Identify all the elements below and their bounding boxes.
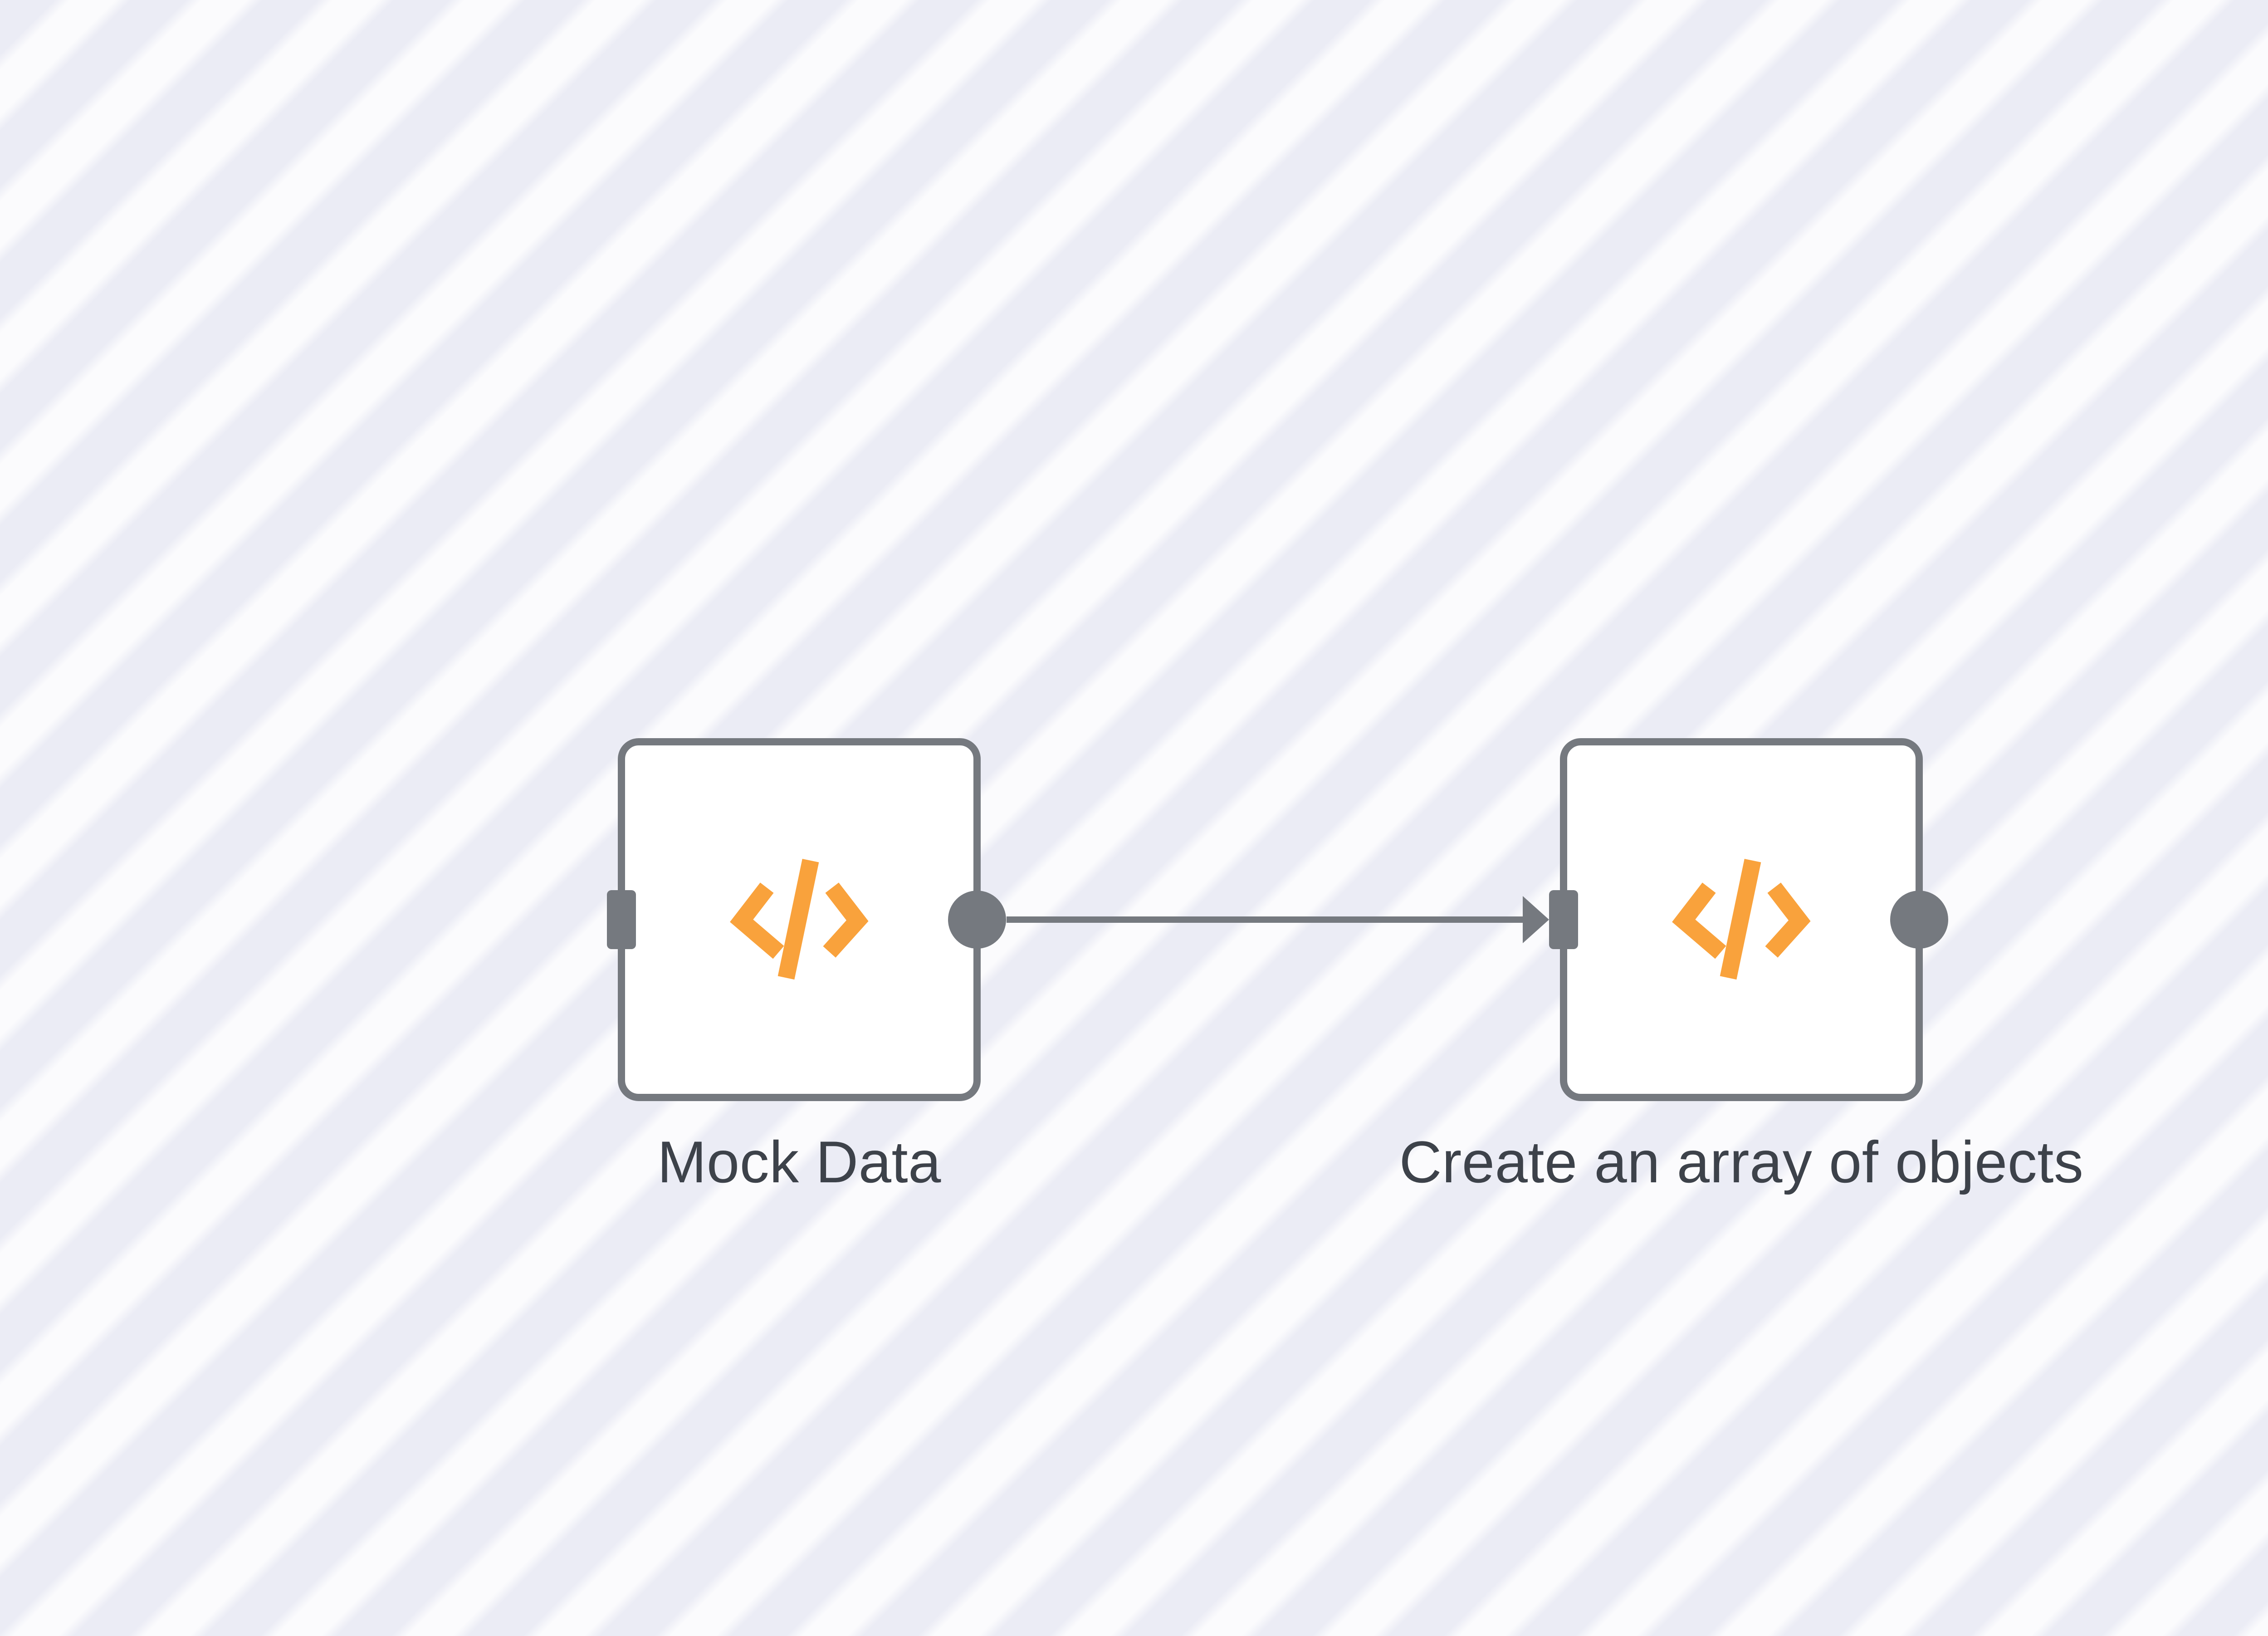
- input-handle[interactable]: [1549, 890, 1578, 949]
- code-icon: [1670, 855, 1813, 985]
- connection-line[interactable]: [1007, 916, 1525, 923]
- node-group-mock-data: Mock Data: [607, 738, 1006, 1195]
- node-mock-data[interactable]: [618, 738, 981, 1101]
- node-label: Mock Data: [657, 1129, 941, 1195]
- output-handle[interactable]: [948, 891, 1006, 949]
- code-icon: [728, 855, 871, 985]
- connection[interactable]: [1007, 895, 1549, 945]
- node-label: Create an array of objects: [1399, 1129, 2084, 1195]
- node-create-an-array-of-objects[interactable]: [1560, 738, 1923, 1101]
- input-handle[interactable]: [607, 890, 636, 949]
- output-handle[interactable]: [1890, 891, 1948, 949]
- connection-arrowhead-icon: [1523, 896, 1549, 943]
- node-group-create-an-array-of-objects: Create an array of objects: [1399, 738, 2083, 1195]
